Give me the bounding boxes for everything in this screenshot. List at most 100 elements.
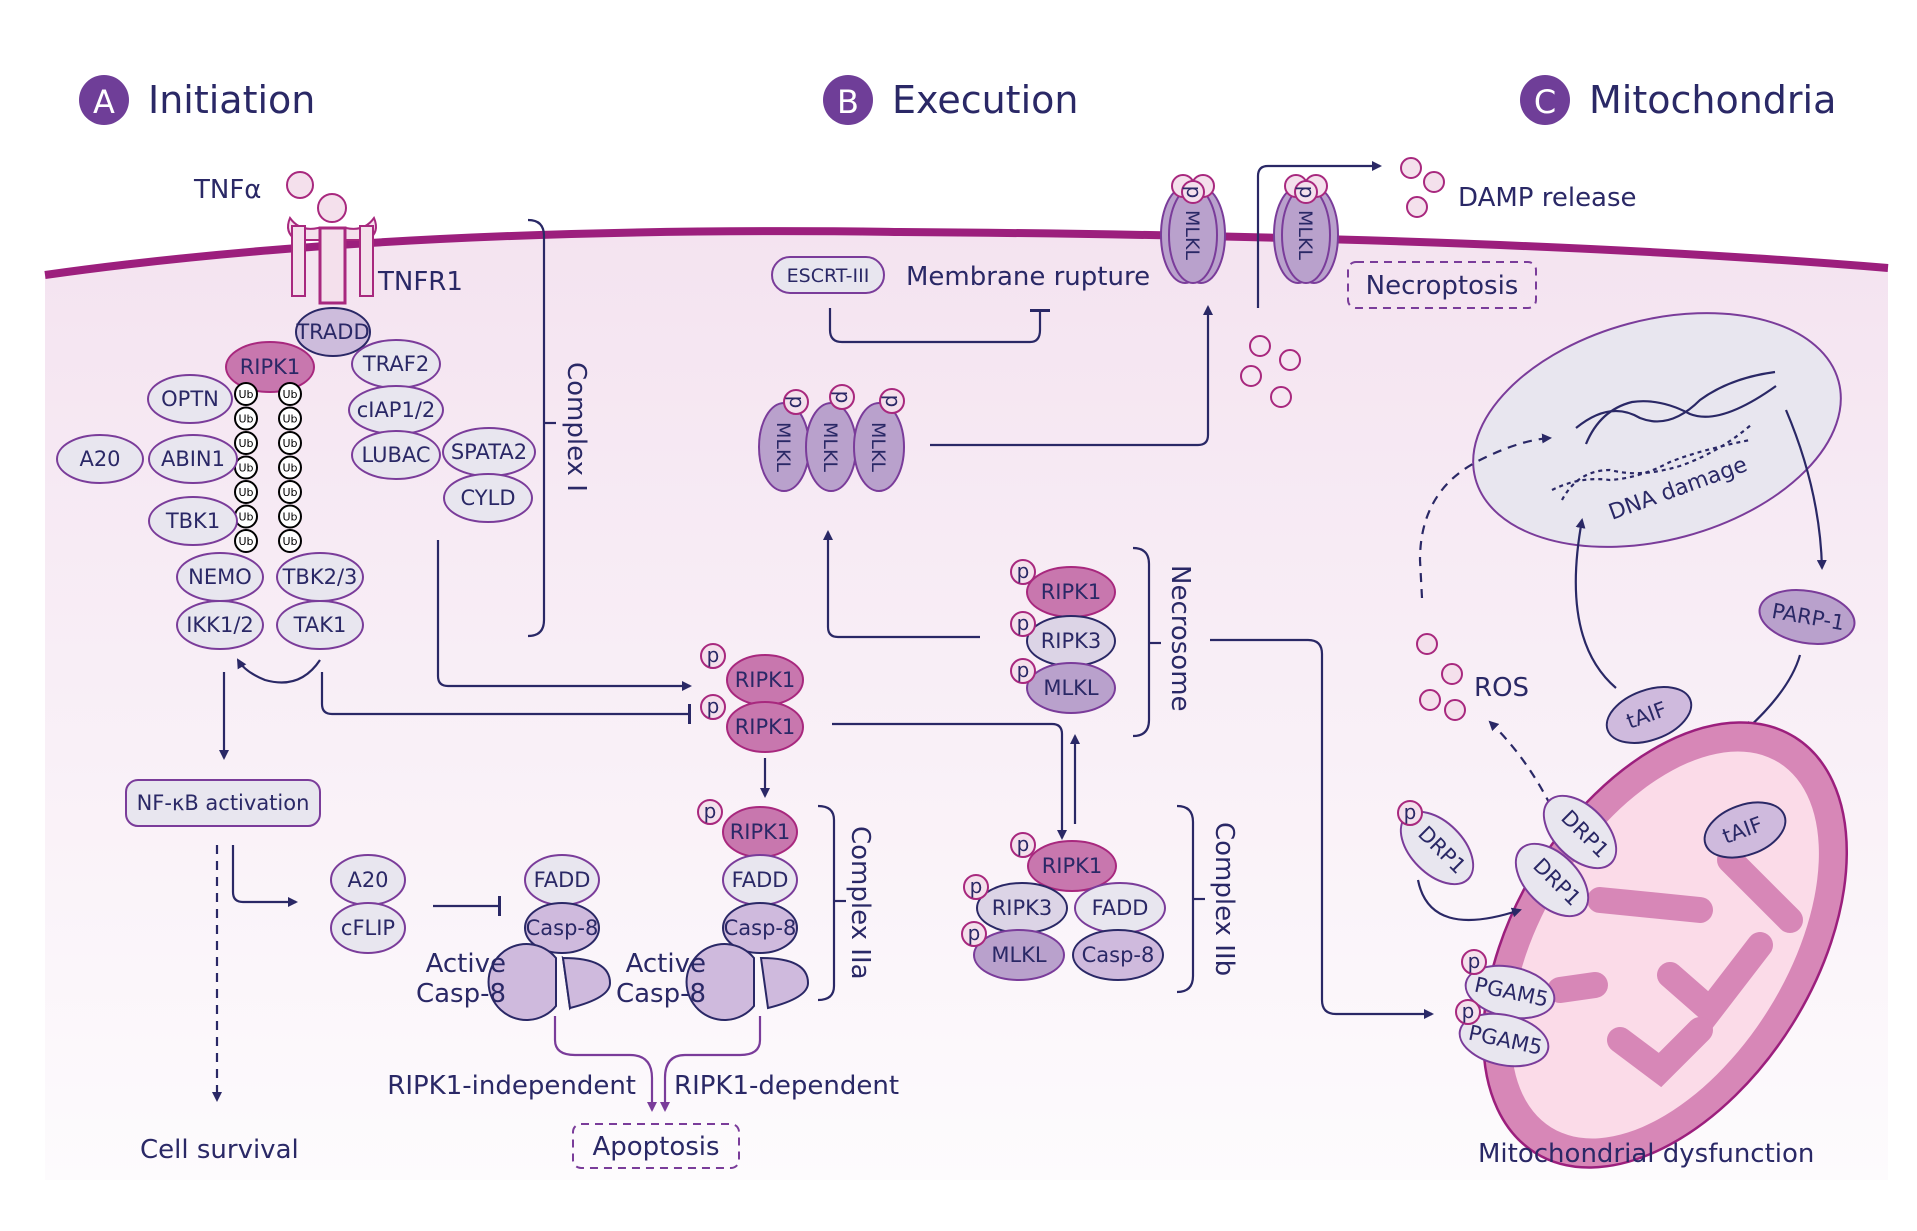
protein-a20: A20: [56, 434, 144, 484]
ros-particles: [1416, 633, 1466, 721]
svg-text:p: p: [1462, 999, 1475, 1023]
svg-text:MLKL: MLKL: [1294, 210, 1316, 260]
protein-tak1: TAK1: [276, 600, 364, 650]
complex-iia-bracket: [817, 804, 836, 1002]
arrow-drp1-recruitment: [1416, 879, 1522, 922]
protein-tbk1: TBK1: [148, 496, 238, 546]
protein-ikk12: IKK1/2: [176, 600, 264, 650]
svg-text:p: p: [1468, 949, 1481, 973]
tnfr1-label: TNFR1: [377, 267, 463, 297]
phospho-badge: p: [879, 388, 905, 414]
arrow-necrosome-to-mlkl: [823, 530, 980, 639]
svg-text:MLKL: MLKL: [1043, 676, 1099, 700]
ubiquitin: Ub: [278, 504, 302, 529]
mlkl-oligomer-unit: MLKL: [853, 402, 905, 492]
necrosome-label: Necrosome: [1165, 565, 1195, 712]
ubiquitin: Ub: [278, 382, 302, 406]
svg-text:A20: A20: [79, 447, 120, 471]
svg-text:p: p: [881, 395, 905, 408]
active-casp8-label-1b: Casp-8: [416, 979, 506, 1009]
phospho-badge: p: [1010, 611, 1036, 637]
active-casp8-label-2b: Casp-8: [616, 979, 706, 1009]
ubiquitin: Ub: [234, 480, 258, 504]
protein-drp1-mito-1: DRP1: [1542, 794, 1618, 870]
svg-text:Casp-8: Casp-8: [526, 916, 599, 940]
tnfr1-receptor: [287, 193, 377, 305]
svg-text:Necroptosis: Necroptosis: [1366, 271, 1519, 301]
phospho-badge: p: [700, 643, 726, 669]
ros-label: ROS: [1474, 673, 1529, 703]
svg-text:C: C: [1534, 83, 1556, 121]
svg-text:Initiation: Initiation: [148, 78, 315, 122]
ubiquitin: Ub: [234, 529, 258, 553]
ubiquitin: Ub: [234, 431, 258, 455]
protein-traf2: TRAF2: [351, 339, 441, 389]
svg-text:p: p: [968, 921, 981, 945]
protein-cyld: CYLD: [443, 473, 533, 523]
svg-text:p: p: [704, 799, 717, 823]
svg-text:Ub: Ub: [238, 462, 253, 475]
svg-text:MLKL: MLKL: [991, 943, 1047, 967]
svg-text:Ub: Ub: [238, 511, 253, 524]
ubiquitin: Ub: [278, 480, 302, 504]
complex-iib-label: Complex IIb: [1209, 822, 1239, 976]
ripk1-independent-label: RIPK1-independent: [387, 1071, 636, 1101]
ubiquitin: Ub: [278, 431, 302, 455]
svg-text:IKK1/2: IKK1/2: [186, 613, 254, 637]
svg-text:CYLD: CYLD: [461, 486, 516, 510]
svg-text:FADD: FADD: [534, 868, 591, 892]
svg-text:A20: A20: [347, 868, 388, 892]
phospho-badge: p: [1397, 800, 1423, 826]
svg-text:ABIN1: ABIN1: [161, 447, 225, 471]
ripk1-dependent-label: RIPK1-dependent: [674, 1071, 899, 1101]
svg-text:p: p: [1017, 559, 1030, 583]
protein-tradd: TRADD: [295, 307, 371, 357]
damp-particles-outside: [1400, 157, 1445, 218]
svg-text:B: B: [837, 83, 859, 121]
necroptosis-outcome-box: Necroptosis: [1347, 261, 1537, 309]
cell-survival-label: Cell survival: [140, 1135, 299, 1165]
complex-iia-label: Complex IIa: [845, 826, 875, 980]
mitochondrial-dysfunction-label: Mitochondrial dysfunction: [1478, 1139, 1814, 1169]
svg-text:Ub: Ub: [282, 462, 297, 475]
svg-text:RIPK1: RIPK1: [735, 715, 796, 739]
dna-helix-intact: [1575, 370, 1777, 445]
arrow-necrosome-to-mitochondria: [1210, 638, 1434, 1019]
protein-optn: OPTN: [147, 374, 233, 424]
svg-text:Ub: Ub: [282, 511, 297, 524]
necrosome-complex: RIPK1 RIPK3 MLKL: [1026, 566, 1116, 714]
svg-text:cIAP1/2: cIAP1/2: [357, 398, 436, 422]
phospho-badge: p: [1010, 832, 1036, 858]
ubiquitin: Ub: [234, 504, 258, 529]
arrow-nfkb-to-inhibitors: [231, 845, 298, 907]
svg-text:p: p: [1017, 611, 1030, 635]
svg-text:OPTN: OPTN: [161, 387, 219, 411]
protein-ciap12: cIAP1/2: [348, 385, 444, 435]
svg-text:MLKL: MLKL: [819, 422, 841, 472]
complex-fadd-casp8-independent: FADD Casp-8: [487, 854, 612, 1021]
svg-text:RIPK1: RIPK1: [240, 355, 301, 379]
svg-text:Execution: Execution: [892, 78, 1078, 122]
protein-drp1-mito-2: DRP1: [1514, 842, 1590, 918]
arrow-parp1-to-mitochondria: [1744, 654, 1802, 732]
arrow-dna-to-parp1: [1784, 409, 1827, 570]
protein-lubac: LUBAC: [351, 430, 441, 480]
section-header-initiation: A Initiation: [79, 75, 315, 125]
svg-text:RIPK3: RIPK3: [1041, 629, 1102, 653]
protein-nemo: NEMO: [176, 552, 264, 602]
svg-text:TRADD: TRADD: [295, 320, 369, 344]
svg-text:A: A: [93, 83, 115, 121]
arrow-to-damp-release: [1256, 161, 1382, 308]
phospho-badge: p: [697, 799, 723, 825]
svg-text:SPATA2: SPATA2: [451, 440, 527, 464]
phospho-badge: p: [1010, 559, 1036, 585]
svg-text:Ub: Ub: [238, 388, 253, 401]
ubiquitin: Ub: [278, 406, 302, 431]
svg-text:cFLIP: cFLIP: [341, 916, 395, 940]
phospho-badge: p: [700, 694, 726, 720]
section-header-mitochondria: C Mitochondria: [1520, 75, 1836, 125]
svg-text:p: p: [970, 874, 983, 898]
arrow-ripk1-dependent: [660, 1016, 762, 1112]
